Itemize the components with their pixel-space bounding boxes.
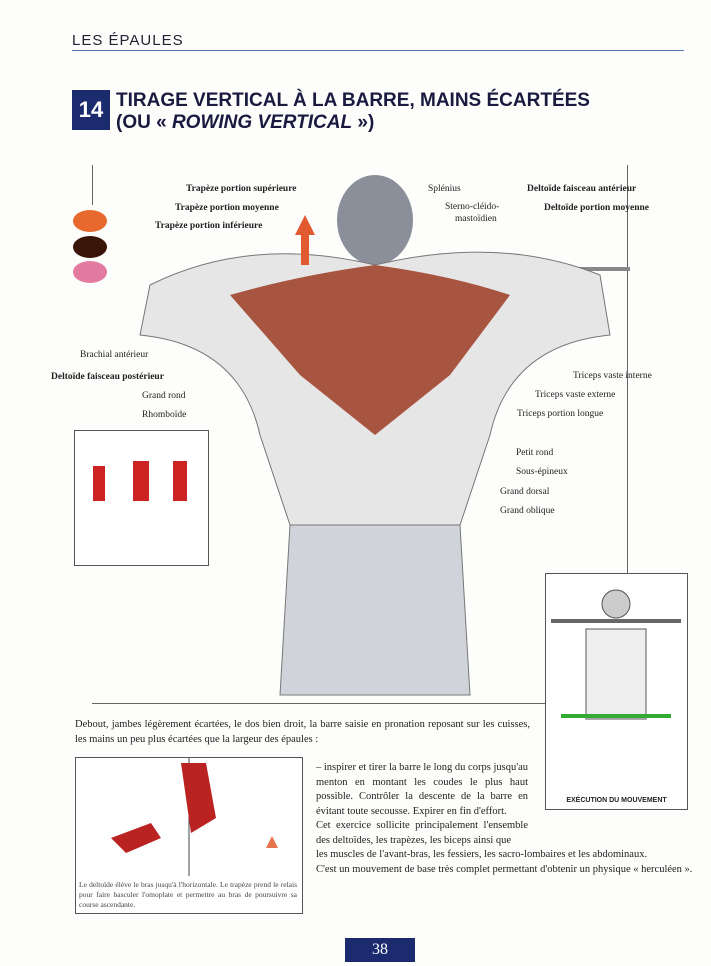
title-prefix: (OU « xyxy=(116,112,172,133)
body-text-column: – inspirer et tirer la barre le long du … xyxy=(316,761,698,877)
label-trapeze-superieure: Trapèze portion supérieure xyxy=(186,184,297,194)
title-suffix: ») xyxy=(352,112,375,133)
label-triceps-externe: Triceps vaste externe xyxy=(535,390,616,400)
exercise-title: TIRAGE VERTICAL À LA BARRE, MAINS ÉCARTÉ… xyxy=(116,90,590,134)
legend-dot-pink xyxy=(73,261,107,283)
label-triceps-interne: Triceps vaste interne xyxy=(573,371,652,381)
label-sterno: Sterno-cléido- xyxy=(445,202,500,212)
illustration-frame xyxy=(92,165,628,704)
header-divider xyxy=(72,50,684,51)
label-sterno-2: mastoïdien xyxy=(455,214,497,224)
section-header: LES ÉPAULES xyxy=(72,32,184,49)
label-rhomboide: Rhomboïde xyxy=(142,410,187,420)
label-grand-rond: Grand rond xyxy=(142,391,186,401)
title-italic: ROWING VERTICAL xyxy=(171,112,353,133)
label-grand-oblique: Grand oblique xyxy=(500,506,555,516)
step-paragraph: – inspirer et tirer la barre le long du … xyxy=(316,762,528,817)
inset-caption: Le deltoïde élève le bras jusqu'à l'hori… xyxy=(79,880,297,909)
label-sous-epineux: Sous-épineux xyxy=(516,467,568,477)
muscles-paragraph-2: les muscles de l'avant-bras, les fessier… xyxy=(316,849,648,860)
label-deltoide-anterieur: Deltoïde faisceau antérieur xyxy=(527,184,637,194)
execution-inset: EXÉCUTION DU MOUVEMENT xyxy=(545,573,688,810)
deltoid-trapeze-inset: Le deltoïde élève le bras jusqu'à l'hori… xyxy=(75,757,303,914)
page-number: 38 xyxy=(345,938,415,962)
legend-dot-orange xyxy=(73,210,107,232)
body-text: Debout, jambes légèrement écartées, le d… xyxy=(75,718,698,877)
title-line-2: (OU « ROWING VERTICAL ») xyxy=(116,112,590,134)
title-line-1: TIRAGE VERTICAL À LA BARRE, MAINS ÉCARTÉ… xyxy=(116,90,590,111)
label-triceps-longue: Triceps portion longue xyxy=(517,409,604,419)
label-splenius: Splénius xyxy=(428,184,461,194)
muscles-paragraph: Cet exercice sollicite principalement l'… xyxy=(316,820,528,846)
back-muscles-illustration xyxy=(139,175,630,696)
exercise-number: 14 xyxy=(72,90,110,130)
label-trapeze-inferieure: Trapèze portion inférieure xyxy=(155,221,263,231)
label-brachial: Brachial antérieur xyxy=(80,350,149,360)
intro-paragraph: Debout, jambes légèrement écartées, le d… xyxy=(75,719,530,745)
label-petit-rond: Petit rond xyxy=(516,448,554,458)
legend-dot-brown xyxy=(73,236,107,258)
stretch-figures-inset xyxy=(74,430,209,566)
label-deltoide-posterieur: Deltoïde faisceau postérieur xyxy=(51,372,164,382)
execution-caption: EXÉCUTION DU MOUVEMENT xyxy=(566,797,667,804)
frame-tick xyxy=(92,165,93,205)
label-trapeze-moyenne: Trapèze portion moyenne xyxy=(175,203,279,213)
label-deltoide-moyenne: Deltoïde portion moyenne xyxy=(544,203,650,213)
conclusion-paragraph: C'est un mouvement de base très complet … xyxy=(316,863,693,875)
label-grand-dorsal: Grand dorsal xyxy=(500,487,550,497)
